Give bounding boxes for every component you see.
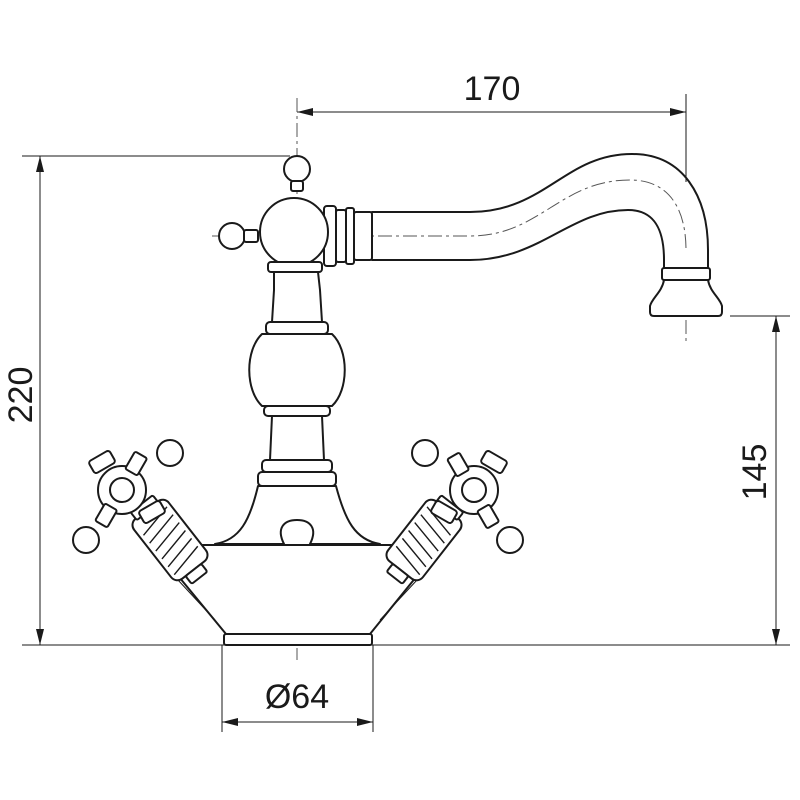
- total-height-label: 220: [2, 367, 40, 424]
- base-diameter-label: Ø64: [265, 678, 329, 716]
- spout-reach-label: 170: [464, 70, 521, 108]
- spout: [323, 153, 723, 317]
- column-body: [169, 271, 426, 646]
- spout-height-label: 145: [736, 444, 774, 501]
- left-cross-handle: [72, 439, 209, 585]
- right-cross-handle: [385, 439, 524, 585]
- dimension-lines: [22, 94, 790, 732]
- top-lever-handle: [218, 155, 329, 273]
